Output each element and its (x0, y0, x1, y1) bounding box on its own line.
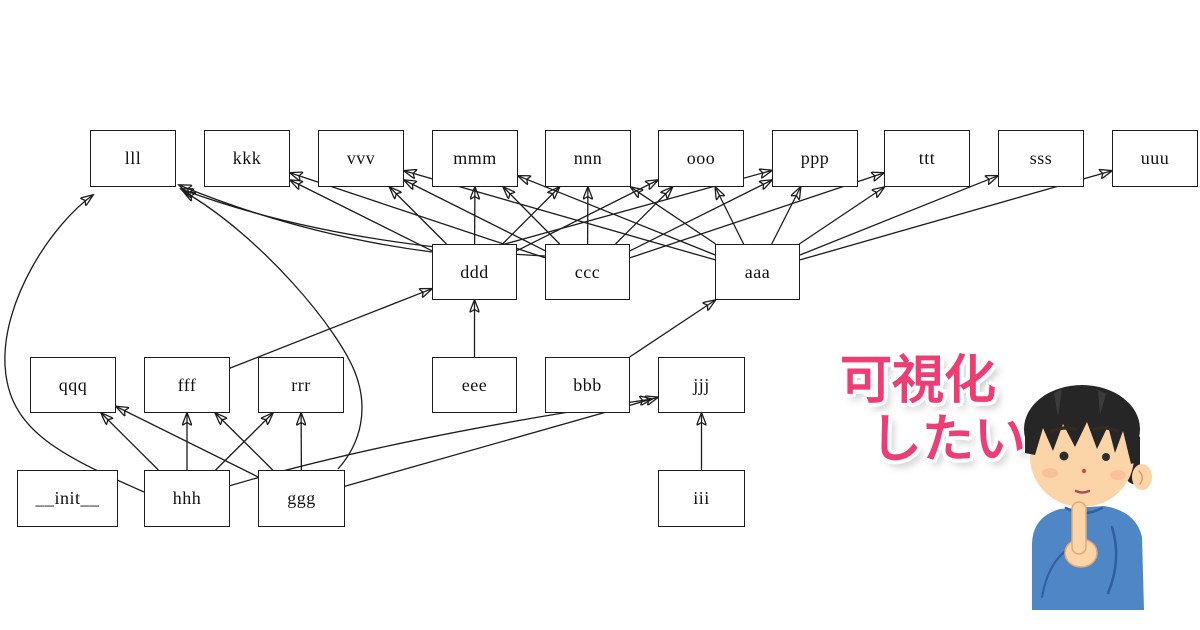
finger (1071, 501, 1087, 555)
right-blush (1110, 470, 1126, 480)
mouth (1074, 489, 1091, 494)
edge-aaa-to-mmm (518, 176, 716, 256)
edge-ggg-to-lll (183, 191, 363, 470)
edge-ccc-to-mmm (503, 187, 561, 245)
caption-line1: 可視化 (840, 352, 997, 410)
edge-aaa-to-vvv (404, 171, 716, 261)
left-eyebrow (1050, 426, 1078, 433)
edge-ggg-to-fff (215, 413, 274, 471)
edge-ccc-to-ttt (629, 173, 884, 259)
edge-aaa-to-ttt (798, 187, 884, 245)
edge-aaa-to-ooo (715, 187, 745, 245)
edge-aaa-to-uuu (799, 171, 1112, 261)
nose (1081, 468, 1087, 474)
ear-line (1138, 470, 1143, 485)
caption-line2: したい (870, 411, 1027, 469)
edge-ddd-to-ppp (504, 170, 772, 245)
thinking-person-illustration (1024, 385, 1152, 610)
edge-hhh-to-jjj (228, 399, 652, 487)
edge-ccc-to-ppp (629, 180, 772, 252)
right-eyebrow (1092, 426, 1120, 433)
edge-ggg-to-qqq (116, 406, 259, 478)
sleeve-fold-line (1106, 525, 1118, 595)
edge-ddd-to-lll (179, 185, 433, 253)
edge-ccc-to-vvv (404, 180, 546, 252)
edge-aaa-to-ppp (771, 187, 801, 245)
left-eye (1059, 451, 1069, 461)
edge-bbb-to-aaa (629, 300, 716, 358)
hair-streak (1054, 389, 1062, 417)
hair-fringe (1025, 386, 1140, 464)
caption-kashika-shitai: 可視化 したい (840, 352, 1060, 470)
edge-fff-to-ddd (229, 289, 432, 369)
edge-hhh-to-lll (4, 195, 145, 493)
hair-streak (1098, 390, 1106, 415)
edge-ddd-to-kkk (290, 180, 433, 252)
right-eye (1102, 453, 1110, 461)
edge-aaa-to-nnn (631, 187, 717, 245)
edge-ggg-to-jjj (344, 397, 658, 487)
edge-hhh-to-qqq (101, 413, 159, 471)
left-blush (1042, 468, 1058, 478)
edge-ccc-to-lll (181, 189, 546, 257)
edge-aaa-to-sss (799, 176, 998, 256)
